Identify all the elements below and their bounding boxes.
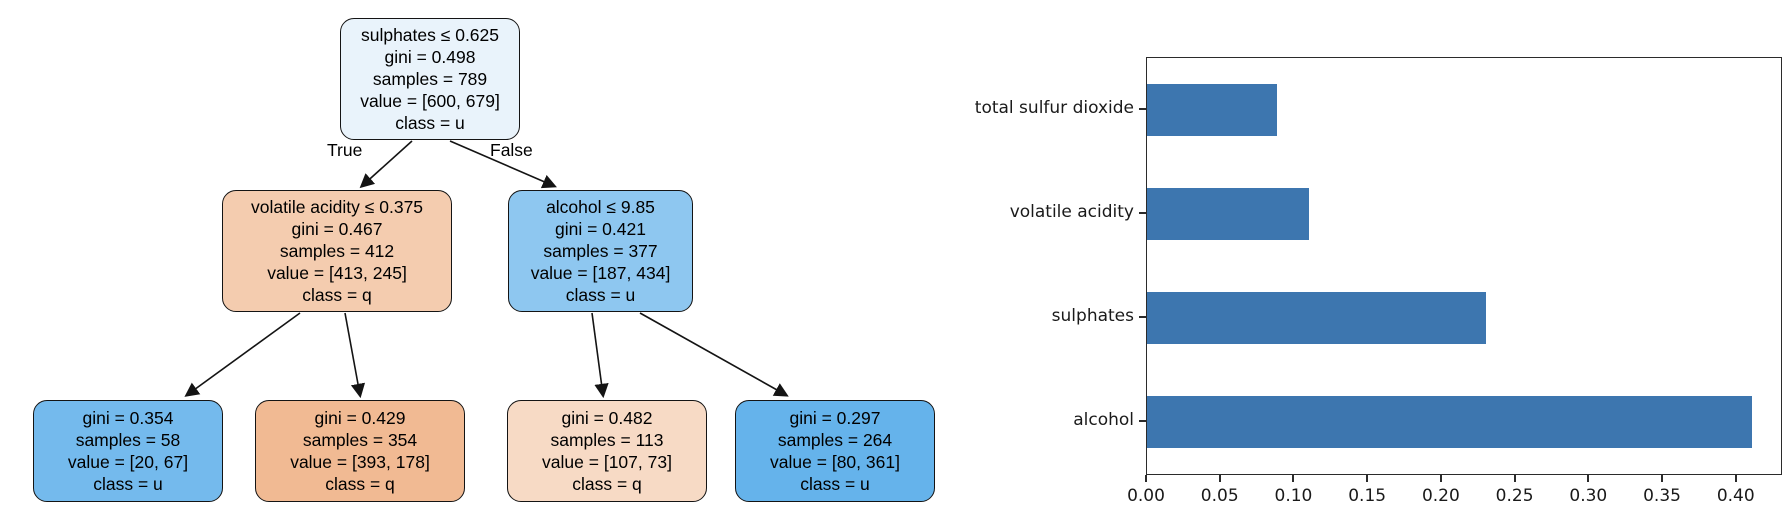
node-text-line: class = u [93,474,163,494]
node-text-line: class = q [572,474,642,494]
node-text-line: class = u [800,474,870,494]
node-text-line: class = q [302,285,372,305]
x-tick-mark [1366,475,1369,482]
bar-alcohol [1147,396,1752,448]
node-text-line: class = u [565,285,636,305]
node-text-line: volatile acidity ≤ 0.375 [250,197,424,217]
node-text-line: value = [80, 361] [770,452,900,472]
node-text-line: alcohol ≤ 9.85 [546,197,655,217]
x-tick-label: 0.20 [1421,486,1460,506]
x-tick-mark [1661,475,1664,482]
x-tick-label: 0.30 [1569,486,1608,506]
x-tick-label: 0.00 [1127,486,1165,506]
edge-label-true: True [327,140,363,160]
x-tick-label: 0.15 [1348,486,1387,506]
node-text-line: samples = 412 [279,241,395,261]
bar-sulphates [1147,292,1487,344]
x-tick-label: 0.10 [1274,486,1313,506]
edge-root-true [359,140,413,189]
x-tick-mark [1145,475,1147,482]
plot-area [1146,57,1782,475]
node-text-line: samples = 113 [550,430,664,450]
x-tick-mark [1513,475,1516,482]
node-text-line: gini = 0.467 [291,219,383,239]
y-tick-mark [1139,212,1146,214]
node-text-line: value = [20, 67] [67,452,189,472]
edge-left-leaf2 [344,312,366,399]
x-tick-mark [1292,475,1295,482]
bar-total-sulfur-dioxide [1147,84,1277,136]
x-tick-label: 0.25 [1495,486,1534,506]
node-text-line: gini = 0.297 [789,408,881,428]
y-tick-mark [1139,420,1146,422]
node-text-line: sulphates ≤ 0.625 [360,25,500,45]
x-tick-mark [1218,475,1221,482]
node-text-line: value = [107, 73] [542,452,672,472]
node-text-line: class = u [395,113,465,133]
x-tick-label: 0.35 [1643,486,1681,506]
edge-root-false [449,140,557,189]
edge-left-leaf1 [184,312,301,397]
node-text-line: samples = 354 [302,430,418,450]
edge-label-false: False [490,140,533,160]
node-text-line: samples = 377 [543,241,658,261]
node-text-line: value = [393, 178] [290,452,430,472]
y-tick-label: alcohol [1073,410,1134,430]
tree-edges [184,140,789,399]
node-text-line: samples = 264 [777,430,893,450]
edge-right-leaf3 [591,312,609,399]
x-tick-label: 0.05 [1200,486,1239,506]
node-text-line: value = [187, 434] [530,263,671,283]
y-tick-label: sulphates [1051,306,1134,326]
y-tick-mark [1139,316,1146,318]
edge-right-leaf4 [639,312,789,397]
node-text-line: gini = 0.482 [561,408,653,428]
x-tick-mark [1734,475,1737,482]
node-text-line: value = [413, 245] [267,263,407,283]
node-text-line: gini = 0.429 [314,408,406,428]
x-tick-mark [1439,475,1442,482]
y-tick-mark [1139,108,1146,110]
x-tick-label: 0.40 [1716,486,1755,506]
node-text-line: gini = 0.421 [555,219,646,239]
y-tick-label: volatile acidity [1009,202,1134,222]
bar-volatile-acidity [1147,188,1310,240]
node-text-line: gini = 0.354 [82,408,174,428]
y-tick-label: total sulfur dioxide [974,98,1134,118]
node-text-line: gini = 0.498 [384,47,476,67]
x-tick-mark [1587,475,1590,482]
node-text-line: samples = 58 [75,430,181,450]
node-text-line: value = [600, 679] [360,91,500,111]
node-text-line: class = q [325,474,395,494]
node-text-line: samples = 789 [372,69,488,89]
